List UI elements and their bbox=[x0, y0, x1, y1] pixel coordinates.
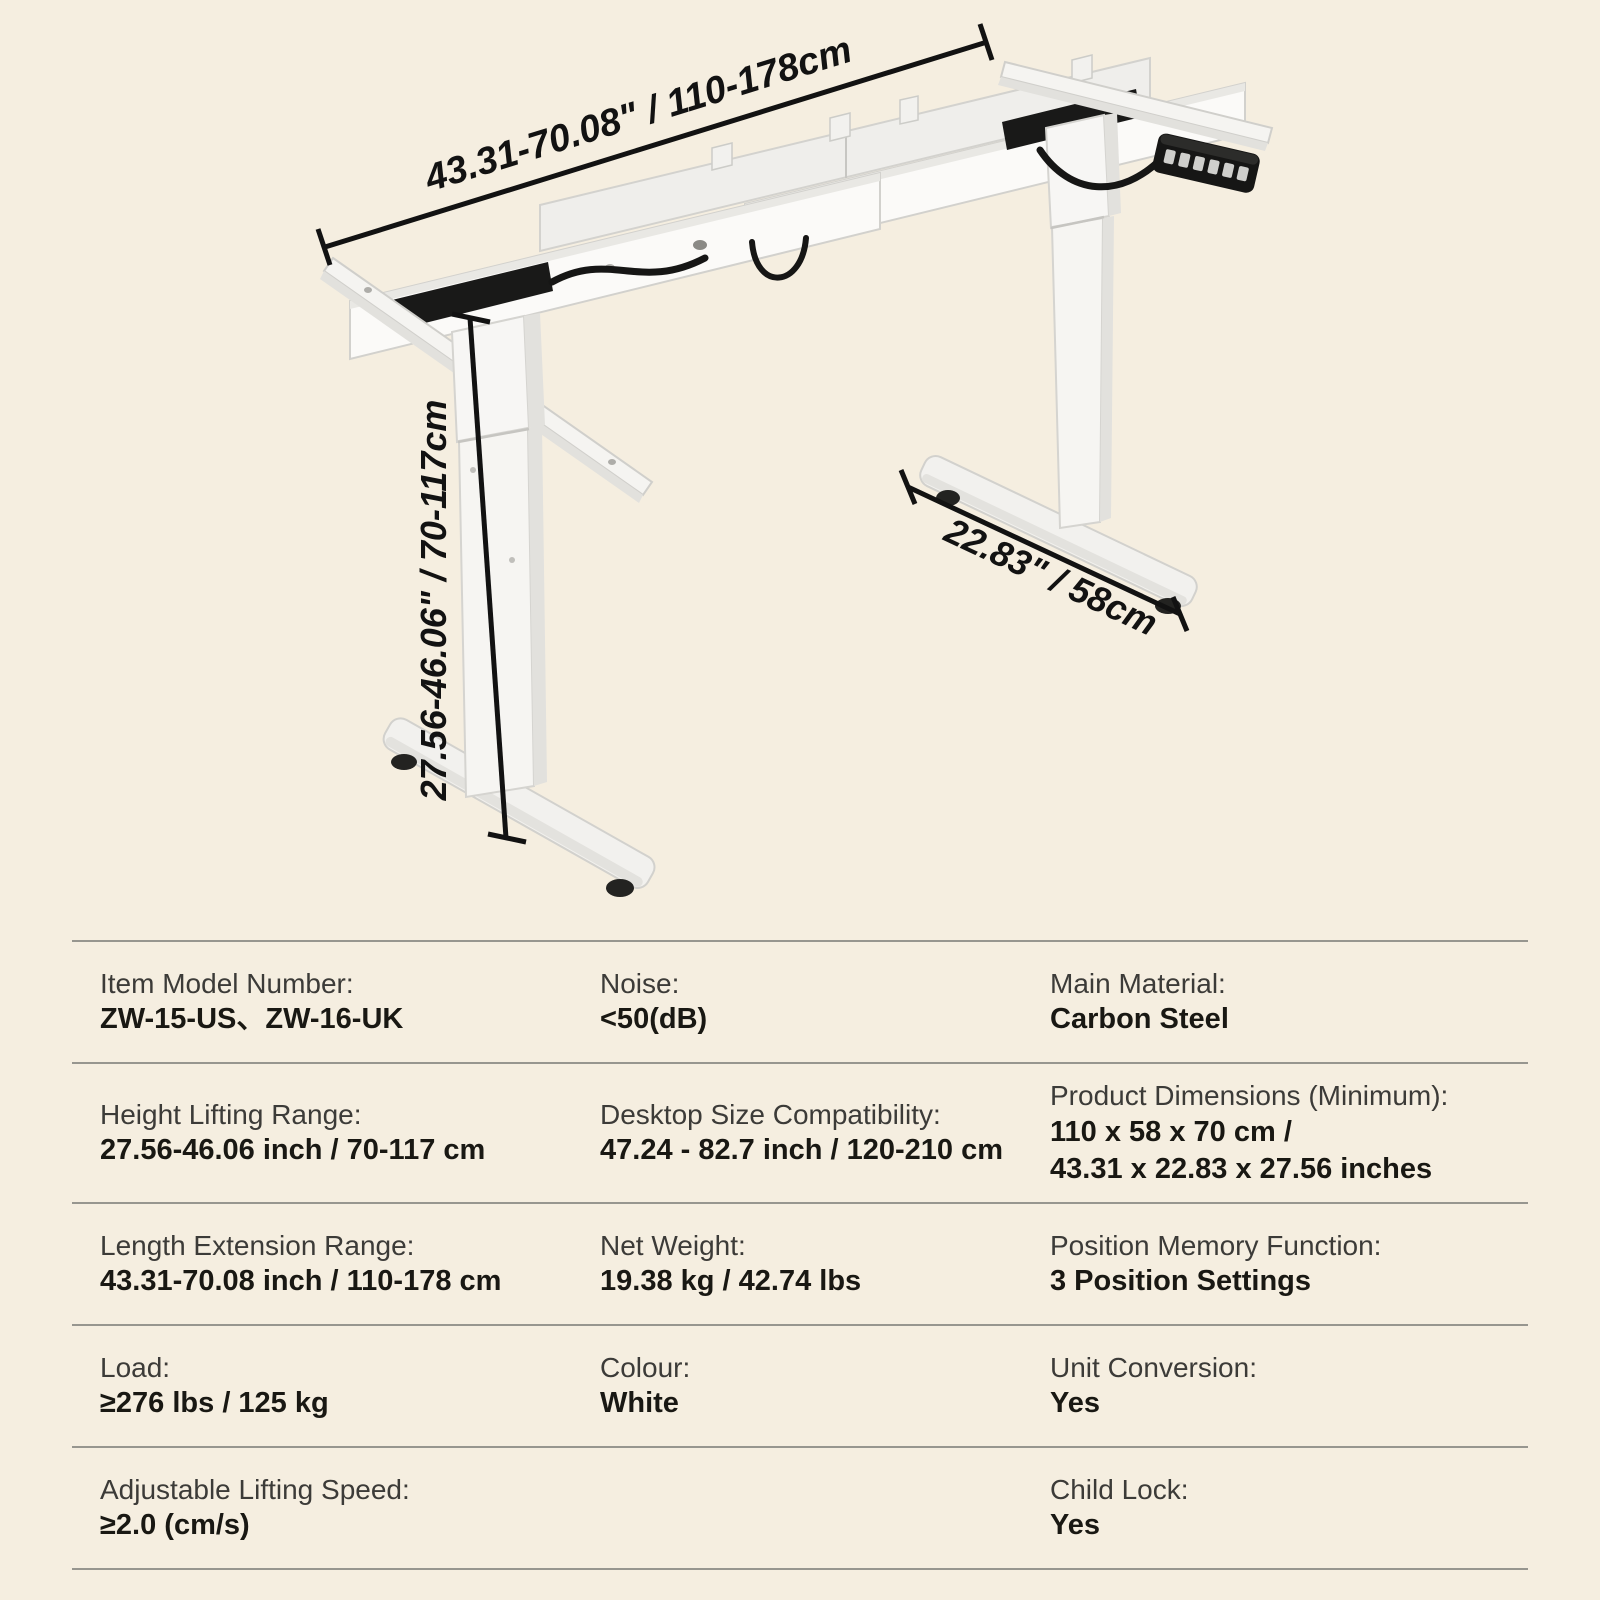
leg-screw bbox=[470, 467, 476, 473]
spec-label: Item Model Number: bbox=[100, 967, 354, 999]
dimension-tick bbox=[315, 228, 333, 266]
height-dimension-label: 27.56-46.06" / 70-117cm bbox=[413, 400, 454, 802]
length-dimension-line bbox=[324, 39, 988, 250]
spec-value: Yes bbox=[1050, 1387, 1100, 1420]
spec-cell-product-dimensions: Product Dimensions (Minimum): 110 x 58 x… bbox=[1050, 1064, 1528, 1202]
spec-cell-load: Load: ≥276 lbs / 125 kg bbox=[100, 1336, 600, 1437]
controller-button bbox=[1236, 166, 1249, 182]
depth-dimension-line bbox=[906, 484, 1182, 617]
spec-cell-net-weight: Net Weight: 19.38 kg / 42.74 lbs bbox=[600, 1214, 1050, 1315]
spec-row: Adjustable Lifting Speed: ≥2.0 (cm/s) Ch… bbox=[72, 1446, 1528, 1568]
spec-value: 3 Position Settings bbox=[1050, 1265, 1312, 1298]
dimension-tick bbox=[977, 23, 995, 61]
spec-label: Desktop Size Compatibility: bbox=[600, 1098, 941, 1130]
motor-box-left bbox=[392, 262, 553, 330]
foot-left bbox=[382, 717, 656, 889]
controller-cable bbox=[1036, 146, 1166, 191]
spec-value: ≥276 lbs / 125 kg bbox=[100, 1387, 329, 1420]
screw-hole bbox=[693, 240, 707, 250]
controller-keypad bbox=[1152, 133, 1260, 193]
spec-label: Net Weight: bbox=[600, 1229, 746, 1261]
product-hero: 43.31-70.08" / 110-178cm 27.56-46.06" / … bbox=[315, 23, 1274, 897]
spec-cell-main-material: Main Material: Carbon Steel bbox=[1050, 952, 1528, 1053]
spec-label: Noise: bbox=[600, 967, 680, 999]
spec-value: Carbon Steel bbox=[1050, 1003, 1229, 1036]
spec-table: Item Model Number: ZW-15-US、ZW-16-UK Noi… bbox=[72, 940, 1528, 1571]
leg-left-upper bbox=[450, 314, 531, 444]
screw-hole bbox=[364, 287, 372, 293]
mounting-tab bbox=[829, 112, 851, 142]
dimension-annotations bbox=[315, 23, 1190, 845]
spec-cell-child-lock: Child Lock: Yes bbox=[1050, 1458, 1528, 1559]
spec-value: ZW-15-US、ZW-16-UK bbox=[100, 1003, 404, 1036]
foot-glide bbox=[606, 879, 634, 897]
desk-frame-illustration: 43.31-70.08" / 110-178cm 27.56-46.06" / … bbox=[315, 23, 1274, 897]
leg-right-lower bbox=[1050, 216, 1105, 530]
spec-label: Main Material: bbox=[1050, 967, 1226, 999]
dimension-tick bbox=[487, 831, 527, 845]
spec-cell-unit-conversion: Unit Conversion: Yes bbox=[1050, 1336, 1528, 1437]
spec-value: 19.38 kg / 42.74 lbs bbox=[600, 1265, 862, 1298]
spec-value: Yes bbox=[1050, 1509, 1100, 1542]
spec-value: ≥2.0 (cm/s) bbox=[100, 1509, 250, 1542]
spec-label: Load: bbox=[100, 1351, 171, 1383]
spec-cell-length-extension-range: Length Extension Range: 43.31-70.08 inch… bbox=[100, 1214, 600, 1315]
spec-label: Product Dimensions (Minimum): bbox=[1050, 1080, 1449, 1111]
spec-cell-adjustable-lifting-speed: Adjustable Lifting Speed: ≥2.0 (cm/s) bbox=[100, 1458, 600, 1559]
foot-glide bbox=[391, 754, 417, 770]
power-cable bbox=[548, 254, 709, 286]
spec-row: Length Extension Range: 43.31-70.08 inch… bbox=[72, 1202, 1528, 1324]
desktop-bracket-right-side bbox=[998, 77, 1268, 151]
spec-value: White bbox=[600, 1387, 679, 1420]
controller-button bbox=[1192, 156, 1205, 172]
leg-left-seam bbox=[457, 427, 530, 444]
leg-left-lower-side bbox=[528, 426, 547, 786]
hanging-cable-loop bbox=[749, 235, 809, 281]
spec-label: Unit Conversion: bbox=[1050, 1351, 1257, 1383]
leg-right-lower-side bbox=[1100, 216, 1114, 522]
spec-cell-height-lifting-range: Height Lifting Range: 27.56-46.06 inch /… bbox=[100, 1083, 600, 1184]
spec-label: Length Extension Range: bbox=[100, 1229, 415, 1261]
spec-cell-desktop-size-compatibility: Desktop Size Compatibility: 47.24 - 82.7… bbox=[600, 1083, 1050, 1184]
controller-button bbox=[1222, 162, 1235, 178]
screw-hole bbox=[608, 459, 616, 465]
mounting-tab bbox=[711, 142, 733, 171]
spec-label: Height Lifting Range: bbox=[100, 1098, 362, 1130]
spec-cell-empty bbox=[600, 1494, 1050, 1522]
beam-left-top-face bbox=[350, 173, 880, 309]
spec-cell-noise: Noise: <50(dB) bbox=[600, 952, 1050, 1053]
dimension-tick bbox=[451, 311, 491, 325]
leg-right-upper-side bbox=[1104, 113, 1121, 216]
height-dimension-line bbox=[467, 317, 509, 839]
mounting-tab bbox=[1071, 54, 1093, 84]
leg-right-seam bbox=[1050, 215, 1105, 230]
controller-button bbox=[1178, 152, 1191, 168]
foot-right bbox=[919, 454, 1198, 608]
spec-cell-colour: Colour: White bbox=[600, 1336, 1050, 1437]
spec-label: Position Memory Function: bbox=[1050, 1229, 1382, 1261]
spec-row: Height Lifting Range: 27.56-46.06 inch /… bbox=[72, 1062, 1528, 1202]
desk-frame bbox=[320, 54, 1274, 897]
controller-button bbox=[1163, 149, 1176, 165]
dimension-tick bbox=[1170, 596, 1190, 632]
controller-button bbox=[1207, 159, 1220, 175]
spec-value: 110 x 58 x 70 cm / 43.31 x 22.83 x 27.56… bbox=[1050, 1115, 1433, 1185]
leg-left-upper-side bbox=[524, 313, 545, 428]
spec-cell-item-model-number: Item Model Number: ZW-15-US、ZW-16-UK bbox=[100, 952, 600, 1053]
leg-left-lower bbox=[457, 426, 536, 799]
spec-value: 47.24 - 82.7 inch / 120-210 cm bbox=[600, 1134, 1004, 1167]
spec-label: Colour: bbox=[600, 1351, 691, 1383]
spec-label: Adjustable Lifting Speed: bbox=[100, 1473, 410, 1505]
spec-label: Child Lock: bbox=[1050, 1473, 1189, 1505]
spec-cell-position-memory-function: Position Memory Function: 3 Position Set… bbox=[1050, 1214, 1528, 1315]
spec-row: Load: ≥276 lbs / 125 kg Colour: White Un… bbox=[72, 1324, 1528, 1446]
spec-value: 27.56-46.06 inch / 70-117 cm bbox=[100, 1134, 486, 1167]
spec-row: Item Model Number: ZW-15-US、ZW-16-UK Noi… bbox=[72, 940, 1528, 1062]
leg-screw bbox=[509, 557, 515, 563]
dimension-tick bbox=[898, 469, 918, 505]
mounting-tab bbox=[899, 95, 919, 125]
spec-value: <50(dB) bbox=[600, 1003, 708, 1036]
spec-value: 43.31-70.08 inch / 110-178 cm bbox=[100, 1265, 502, 1298]
